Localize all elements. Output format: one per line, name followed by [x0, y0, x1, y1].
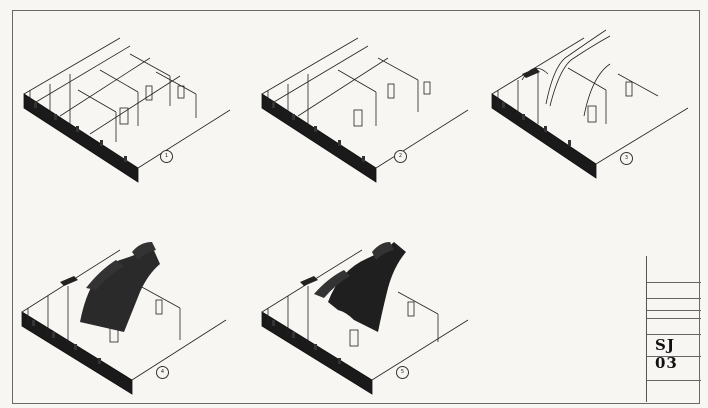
stage-3-number: 3	[620, 152, 633, 165]
sheet-number: SJ 03	[655, 336, 678, 372]
stage-1-drawing: 1	[20, 30, 240, 190]
title-block-divider	[647, 334, 701, 335]
stage-2-number: 2	[394, 150, 407, 163]
title-block-divider	[647, 380, 701, 381]
stage-1-number: 1	[160, 150, 173, 163]
stage-2-drawing: 2	[258, 30, 478, 190]
stage-3-drawing: 3	[488, 24, 698, 184]
title-block-divider	[647, 298, 701, 299]
title-block-divider	[647, 310, 701, 311]
stage-4-number: 4	[156, 366, 169, 379]
stage-5-number: 5	[396, 366, 409, 379]
stage-4-drawing: 4	[20, 230, 240, 400]
title-block-divider	[647, 356, 701, 357]
stage-5-drawing: 5	[258, 230, 488, 400]
title-block-divider	[647, 282, 701, 283]
title-block-divider	[647, 318, 701, 319]
sheet-border	[12, 10, 700, 404]
title-block: SJ 03	[646, 256, 701, 402]
